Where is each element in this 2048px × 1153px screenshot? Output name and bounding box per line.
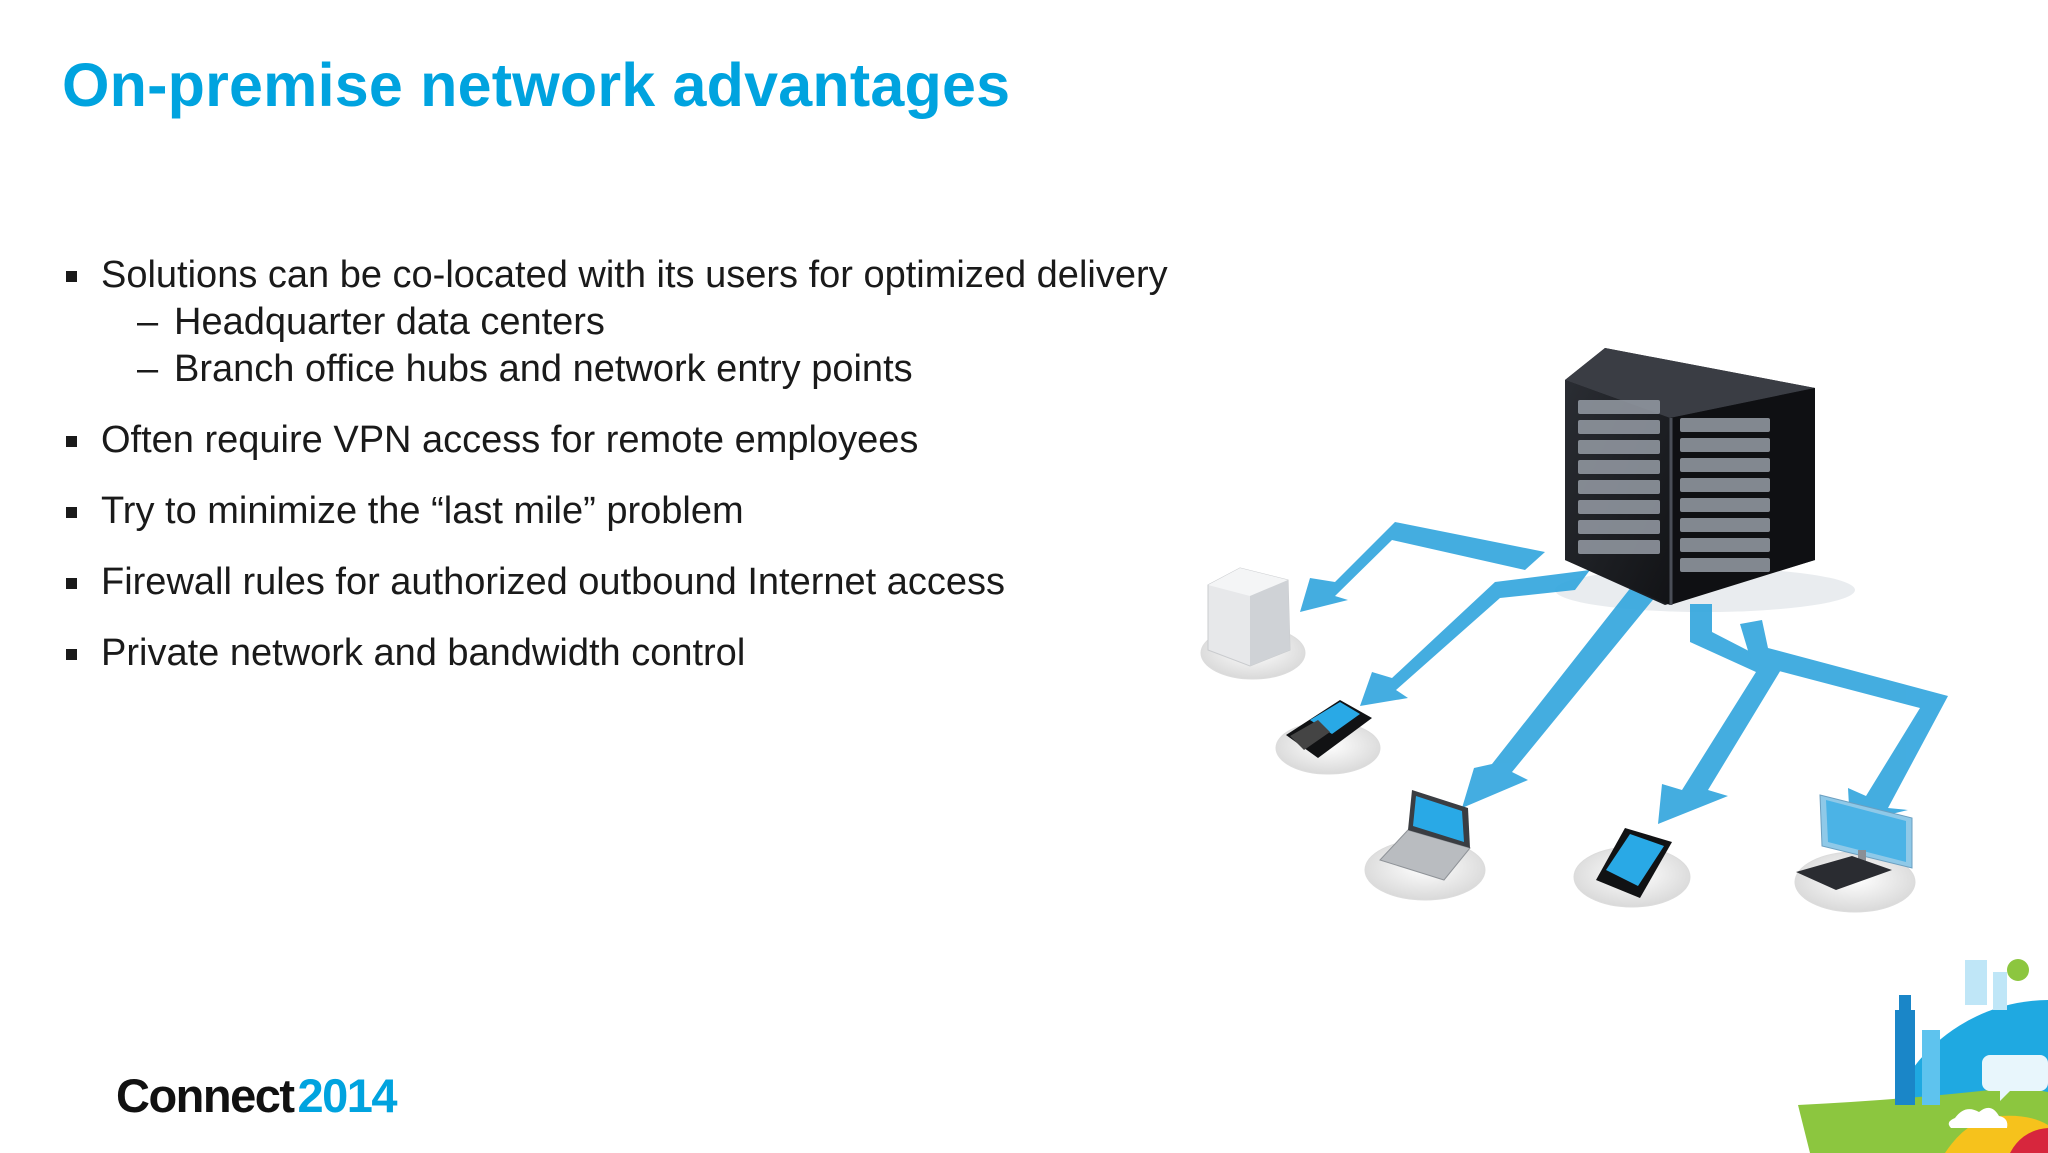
bullet-text: Try to minimize the “last mile” problem (101, 490, 744, 532)
square-bullet-icon (66, 649, 77, 660)
arrow-to-desktop-icon (1740, 620, 1948, 824)
city-globe-decoration-icon (1798, 959, 2048, 1153)
connect-2014-logo: Connect2014 (116, 1068, 398, 1123)
bullet-item: Try to minimize the “last mile” problem (62, 488, 1242, 535)
arrow-to-box-icon (1300, 522, 1545, 612)
slide-title: On-premise network advantages (62, 51, 1011, 119)
storage-box-icon (1200, 567, 1306, 680)
network-arrows (1300, 522, 1948, 824)
bullet-list: Solutions can be co-located with its use… (62, 252, 1242, 701)
sub-bullet-text: Branch office hubs and network entry poi… (174, 348, 913, 390)
sub-bullet-list: – Headquarter data centers – Branch offi… (101, 299, 1242, 393)
smartphone-icon (1573, 828, 1691, 908)
server-rack-icon (1565, 348, 1815, 605)
bullet-item: Solutions can be co-located with its use… (62, 252, 1242, 393)
sub-bullet-item: – Branch office hubs and network entry p… (137, 346, 1242, 393)
logo-year: 2014 (297, 1069, 398, 1122)
arrow-to-phone-icon (1360, 570, 1590, 706)
bullet-text: Often require VPN access for remote empl… (101, 419, 919, 461)
desktop-computer-icon (1794, 794, 1916, 913)
arrow-to-laptop-icon (1462, 586, 1656, 808)
logo-word: Connect (116, 1069, 295, 1122)
bullet-item: Often require VPN access for remote empl… (62, 417, 1242, 464)
bullet-text: Private network and bandwidth control (101, 632, 746, 674)
square-bullet-icon (66, 271, 77, 282)
sub-bullet-text: Headquarter data centers (174, 301, 605, 343)
bullet-text: Solutions can be co-located with its use… (101, 254, 1168, 296)
bullet-item: Private network and bandwidth control (62, 630, 1242, 677)
smartphone-icon (1275, 700, 1381, 775)
laptop-icon (1364, 790, 1486, 901)
server-network-devices-icon (1200, 348, 1948, 913)
bullet-text: Firewall rules for authorized outbound I… (101, 561, 1006, 603)
bullet-item: Firewall rules for authorized outbound I… (62, 559, 1242, 606)
dash-marker: – (137, 348, 159, 390)
square-bullet-icon (66, 436, 77, 447)
square-bullet-icon (66, 507, 77, 518)
dash-marker: – (137, 301, 159, 343)
square-bullet-icon (66, 578, 77, 589)
sub-bullet-item: – Headquarter data centers (137, 299, 1242, 346)
